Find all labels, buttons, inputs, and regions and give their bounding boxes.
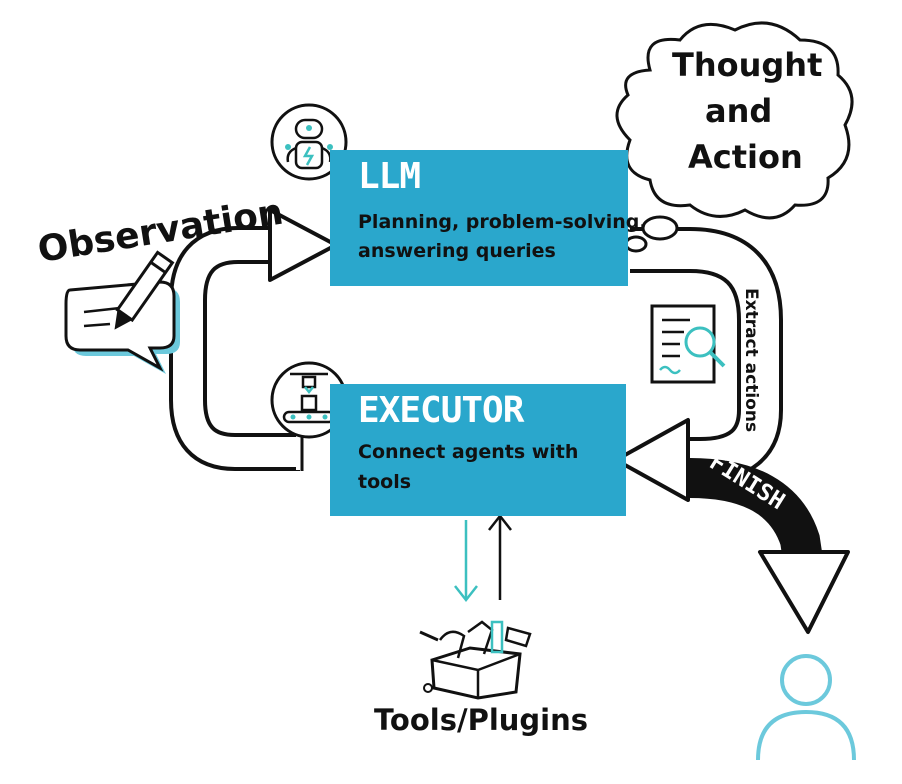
thought-line2: and xyxy=(705,92,773,130)
conveyor-icon xyxy=(270,361,348,439)
llm-title: LLM xyxy=(358,156,421,197)
tool-arrows xyxy=(454,513,512,603)
toolbox-icon xyxy=(419,620,532,700)
thought-cloud xyxy=(599,21,854,256)
speech-pencil-icon xyxy=(64,250,180,374)
finish-arrow xyxy=(689,458,850,634)
executor-description-line2: tools xyxy=(358,471,412,493)
executor-box: EXECUTOR Connect agents with tools xyxy=(330,384,626,516)
robot-icon xyxy=(270,103,348,181)
llm-description-line1: Planning, problem-solving, xyxy=(358,211,647,233)
document-search-icon xyxy=(650,304,726,384)
llm-box: LLM Planning, problem-solving, answering… xyxy=(330,150,647,286)
extract-actions-label: Extract actions xyxy=(741,288,761,432)
llm-description-line2: answering queries xyxy=(358,240,556,262)
person-icon xyxy=(756,654,856,761)
executor-title: EXECUTOR xyxy=(358,390,524,431)
extract-actions-arrow xyxy=(614,227,783,502)
thought-line3: Action xyxy=(688,138,803,176)
executor-description-line1: Connect agents with xyxy=(358,441,579,463)
tools-label: Tools/Plugins xyxy=(374,703,589,737)
thought-line1: Thought xyxy=(672,46,823,84)
observation-loop-arrow xyxy=(169,208,338,471)
